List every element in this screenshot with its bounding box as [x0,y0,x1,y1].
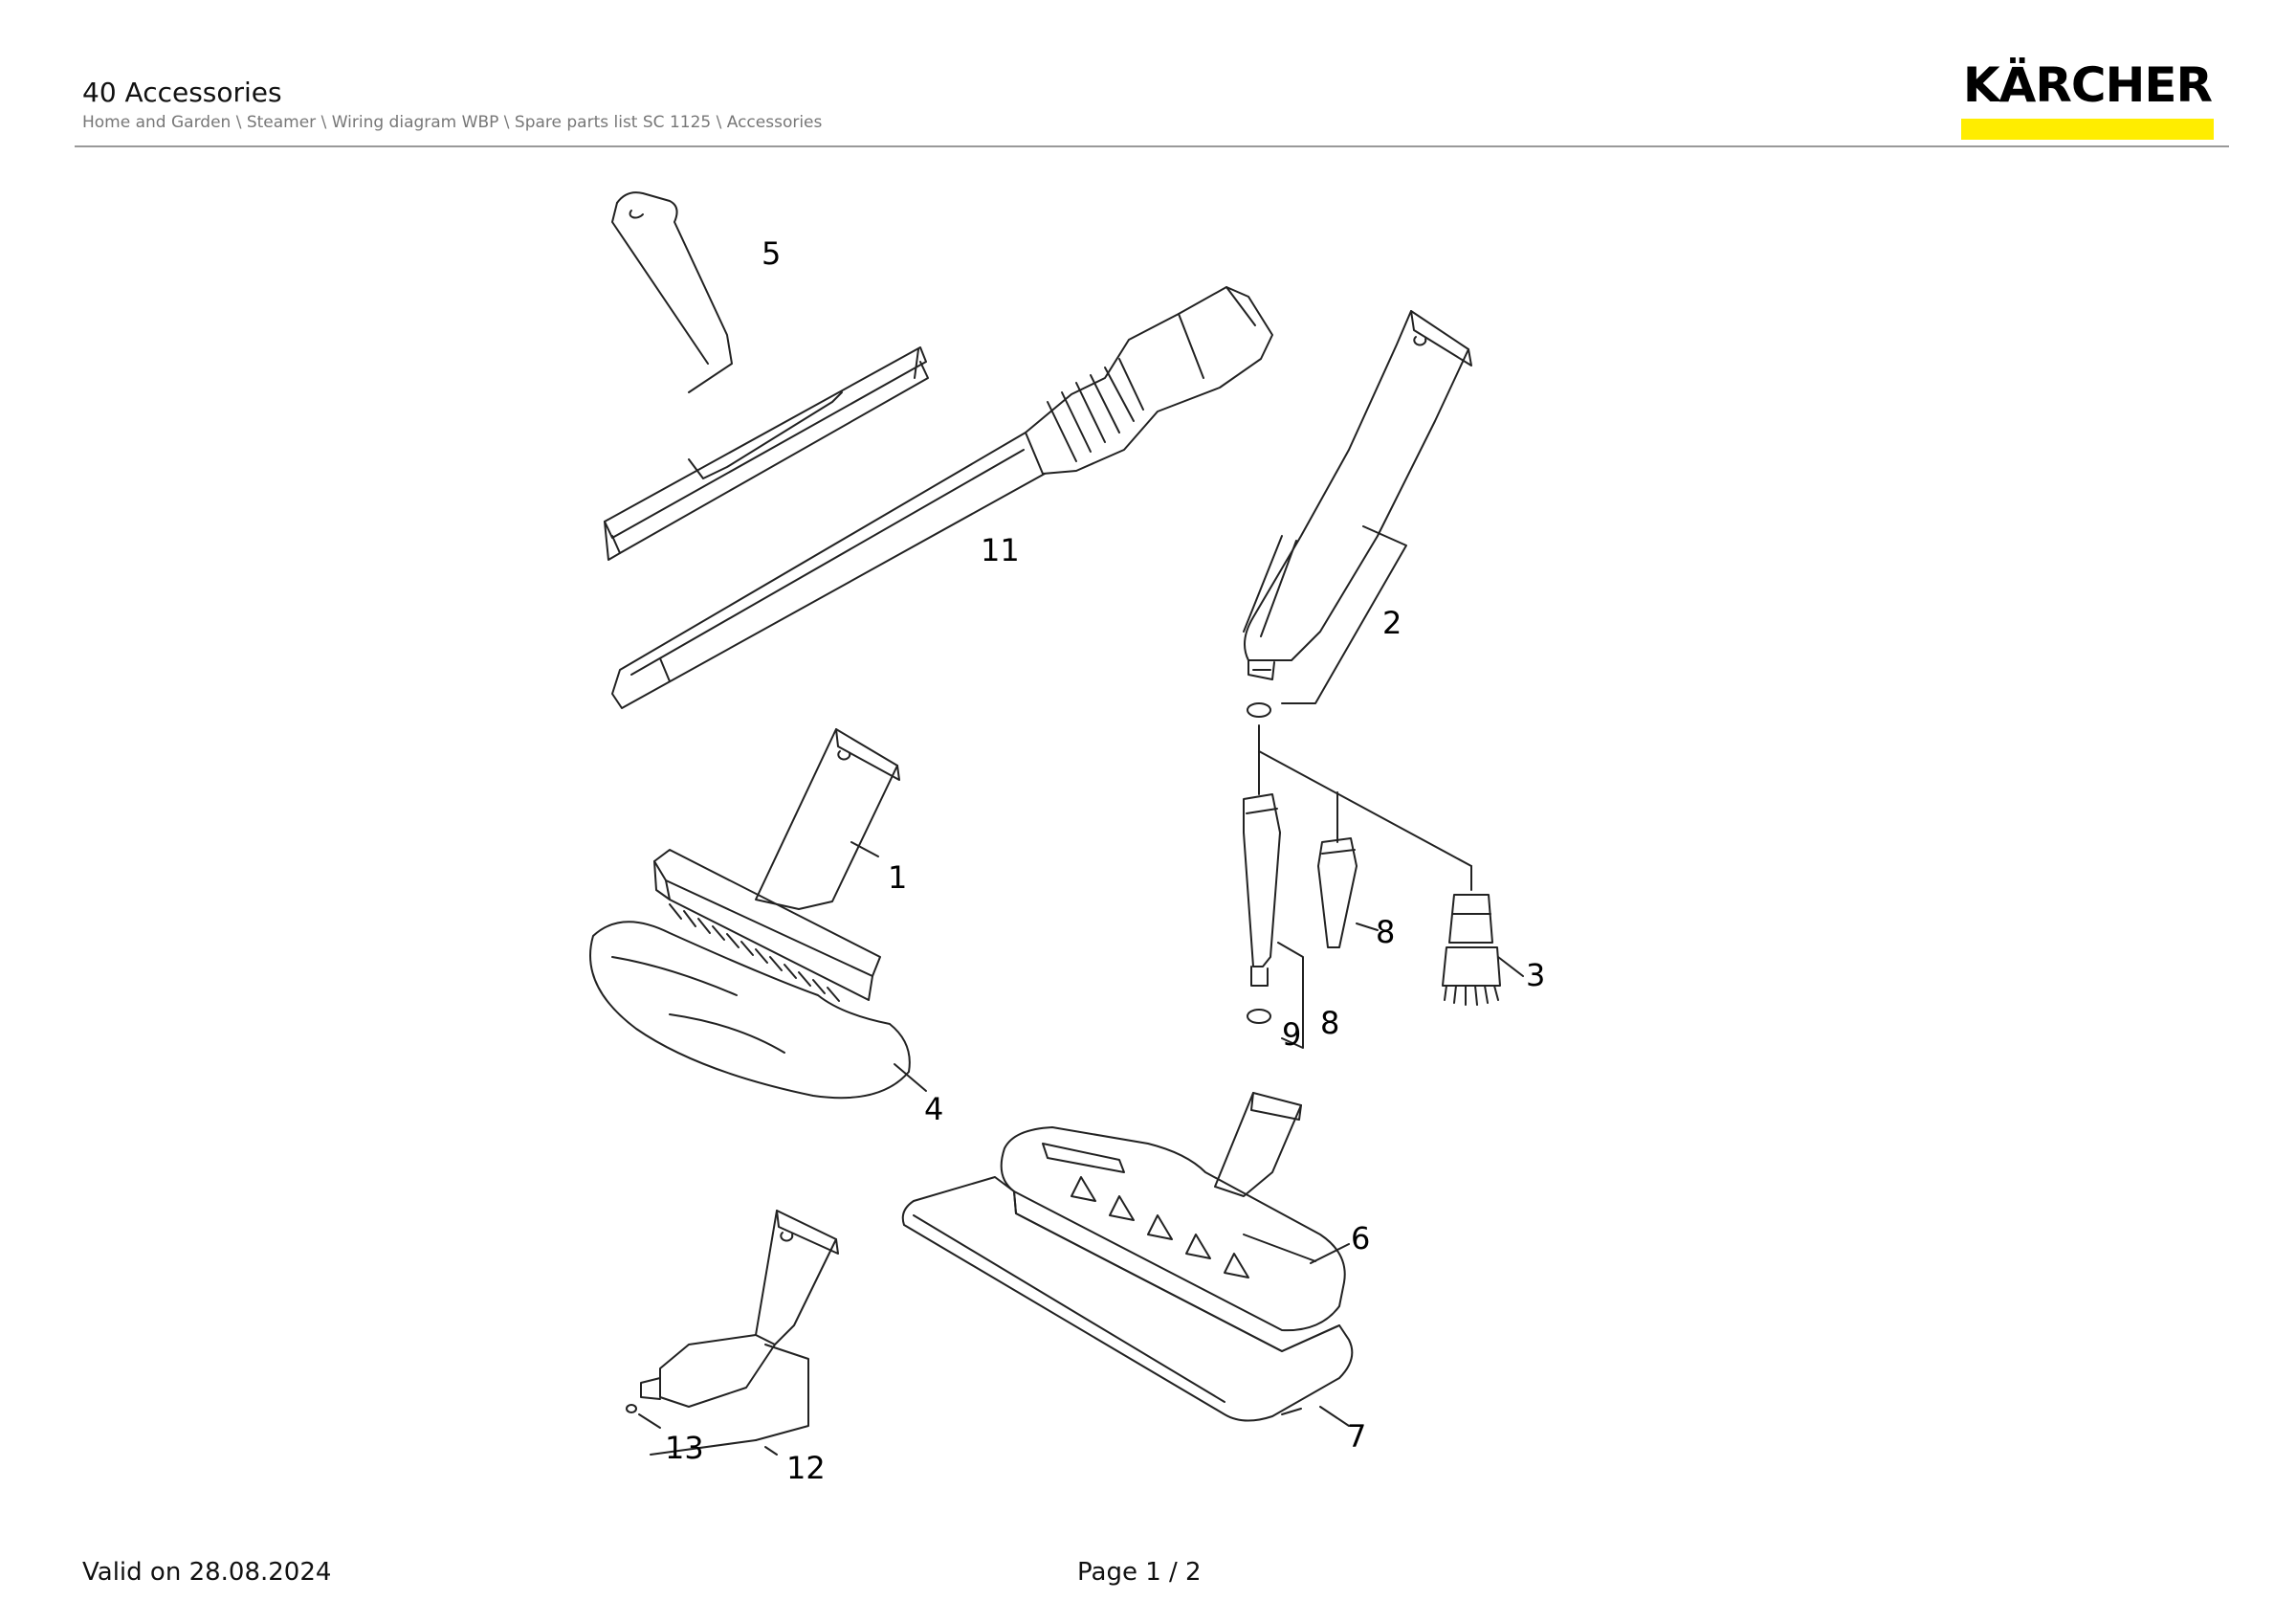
part-11-extension-tube [611,286,1273,709]
callout-7: 7 [1347,1418,1366,1455]
valid-date: Valid on 28.08.2024 [82,1558,332,1587]
callout-13: 13 [665,1430,704,1466]
callout-2: 2 [1382,605,1402,641]
callout-11: 11 [981,532,1020,568]
callout-5: 5 [762,235,781,272]
part-1-hand-nozzle [653,728,900,1002]
o-ring-seal [1247,702,1271,718]
part-7-microfibre-cloth [901,1176,1354,1427]
part-4-cloth-cover [589,921,927,1100]
callout-3: 3 [1526,957,1545,993]
callout-1: 1 [888,859,907,896]
header-divider [75,145,2229,147]
part-3-round-brush [1442,894,1524,1006]
page-title: 40 Accessories [82,77,282,108]
page-number: Page 1 / 2 [1077,1558,1202,1587]
logo-wordmark: KÄRCHER [1962,57,2213,113]
callout-8-lower: 8 [1320,1005,1339,1041]
callout-8-upper: 8 [1376,914,1395,950]
logo-yellow-bar [1961,119,2214,140]
breadcrumb: Home and Garden \ Steamer \ Wiring diagr… [82,113,823,132]
karcher-logo: KÄRCHER [1961,59,2214,140]
part-8-9-spot-nozzle [1243,793,1304,1049]
callout-12: 12 [786,1450,826,1486]
assembly-lines [1258,724,1472,891]
part-5-window-squeegee [604,191,929,561]
part-2-detail-nozzle [1243,310,1472,704]
callout-9: 9 [1282,1016,1301,1053]
callout-4: 4 [924,1091,943,1127]
part-12-13-pinpoint-nozzle [626,1210,839,1456]
part-8-nozzle-extension [1317,837,1379,948]
callout-6: 6 [1351,1220,1370,1256]
